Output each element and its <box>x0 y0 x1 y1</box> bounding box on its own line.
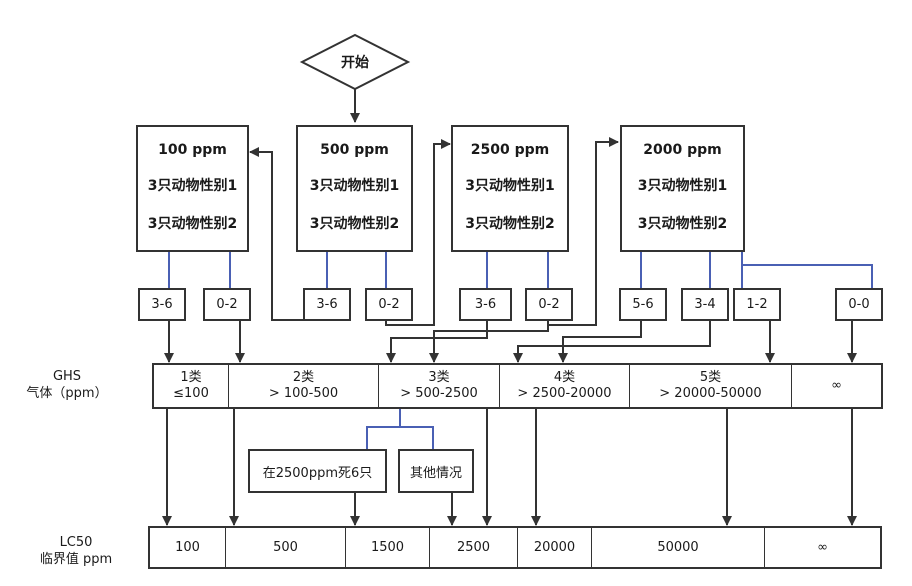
lc50-value-cell: 500 <box>226 528 346 567</box>
test-box-2500ppm: 2500 ppm 3只动物性别1 3只动物性别2 <box>451 125 569 252</box>
outcome-box: 1-2 <box>733 288 781 321</box>
test-dose: 100 ppm <box>158 141 227 158</box>
ghs-category-cell: 5类 > 20000-50000 <box>630 365 792 407</box>
lc50-row-label: LC50 临界值 ppm <box>39 535 113 567</box>
split-box-2500ppm-6-dead: 在2500ppm死6只 <box>248 449 387 493</box>
category-range: > 100-500 <box>268 386 339 401</box>
lc50-value-cell: ∞ <box>817 539 828 555</box>
lc50-value-row: 100 500 1500 2500 20000 50000 ∞ <box>148 526 882 569</box>
test-group-2: 3只动物性别2 <box>465 216 555 233</box>
category-range: ≤100 <box>173 386 209 401</box>
outcome-box: 0-2 <box>525 288 573 321</box>
test-dose: 2500 ppm <box>470 141 550 158</box>
test-group-1: 3只动物性别1 <box>309 178 400 195</box>
category-range: > 2500-20000 <box>517 386 612 401</box>
lc50-value-cell: 50000 <box>592 528 765 567</box>
category-name: 4类 <box>553 370 576 385</box>
category-name: 3类 <box>428 370 450 385</box>
category-name: 1类 <box>180 370 202 385</box>
lc50-value-cell: 100 <box>150 528 226 567</box>
test-group-1: 3只动物性别1 <box>637 178 728 195</box>
outcome-box: 3-4 <box>681 288 729 321</box>
lc50-value-cell: 20000 <box>518 528 592 567</box>
test-dose: 500 ppm <box>320 141 389 158</box>
ghs-category-cell: 2类 > 100-500 <box>229 365 379 407</box>
outcome-box: 0-0 <box>835 288 883 321</box>
test-box-500ppm: 500 ppm 3只动物性别1 3只动物性别2 <box>296 125 413 252</box>
outcome-box: 3-6 <box>138 288 186 321</box>
test-group-1: 3只动物性别1 <box>465 178 555 195</box>
outcome-box: 5-6 <box>619 288 667 321</box>
test-box-2000ppm: 2000 ppm 3只动物性别1 3只动物性别2 <box>620 125 745 252</box>
lc50-value-cell: 2500 <box>430 528 518 567</box>
category-range: > 20000-50000 <box>659 386 762 401</box>
ghs-category-cell: 3类 > 500-2500 <box>379 365 500 407</box>
ghs-category-row: 1类 ≤100 2类 > 100-500 3类 > 500-2500 4类 > … <box>152 363 883 409</box>
outcome-box: 0-2 <box>203 288 251 321</box>
ghs-category-cell: 1类 ≤100 <box>154 365 229 407</box>
ghs-to-lc50-arrows <box>162 409 857 526</box>
lc50-value-cell: 1500 <box>346 528 430 567</box>
outcome-connectors <box>168 250 873 288</box>
test-group-2: 3只动物性别2 <box>309 216 400 233</box>
test-dose: 2000 ppm <box>643 141 722 158</box>
outcome-box: 0-2 <box>365 288 413 321</box>
ghs-category-cell: 4类 > 2500-20000 <box>500 365 630 407</box>
outcome-box: 3-6 <box>459 288 512 321</box>
outcome-to-ghs-arrows <box>164 320 857 363</box>
test-box-100ppm: 100 ppm 3只动物性别1 3只动物性别2 <box>136 125 249 252</box>
start-node-label: 开始 <box>341 55 369 71</box>
test-group-2: 3只动物性别2 <box>637 216 728 233</box>
outcome-box: 3-6 <box>303 288 351 321</box>
split-box-other: 其他情况 <box>398 449 474 493</box>
ghs-row-label: GHS 气体（ppm） <box>26 369 108 401</box>
ghs-category-cell: ∞ <box>792 365 881 407</box>
category-name: ∞ <box>831 378 842 393</box>
category-range: > 500-2500 <box>400 386 478 401</box>
test-group-2: 3只动物性别2 <box>147 216 238 233</box>
category-name: 5类 <box>699 370 722 385</box>
test-group-1: 3只动物性别1 <box>147 178 238 195</box>
category3-split-connector <box>366 409 434 449</box>
category-name: 2类 <box>292 370 315 385</box>
